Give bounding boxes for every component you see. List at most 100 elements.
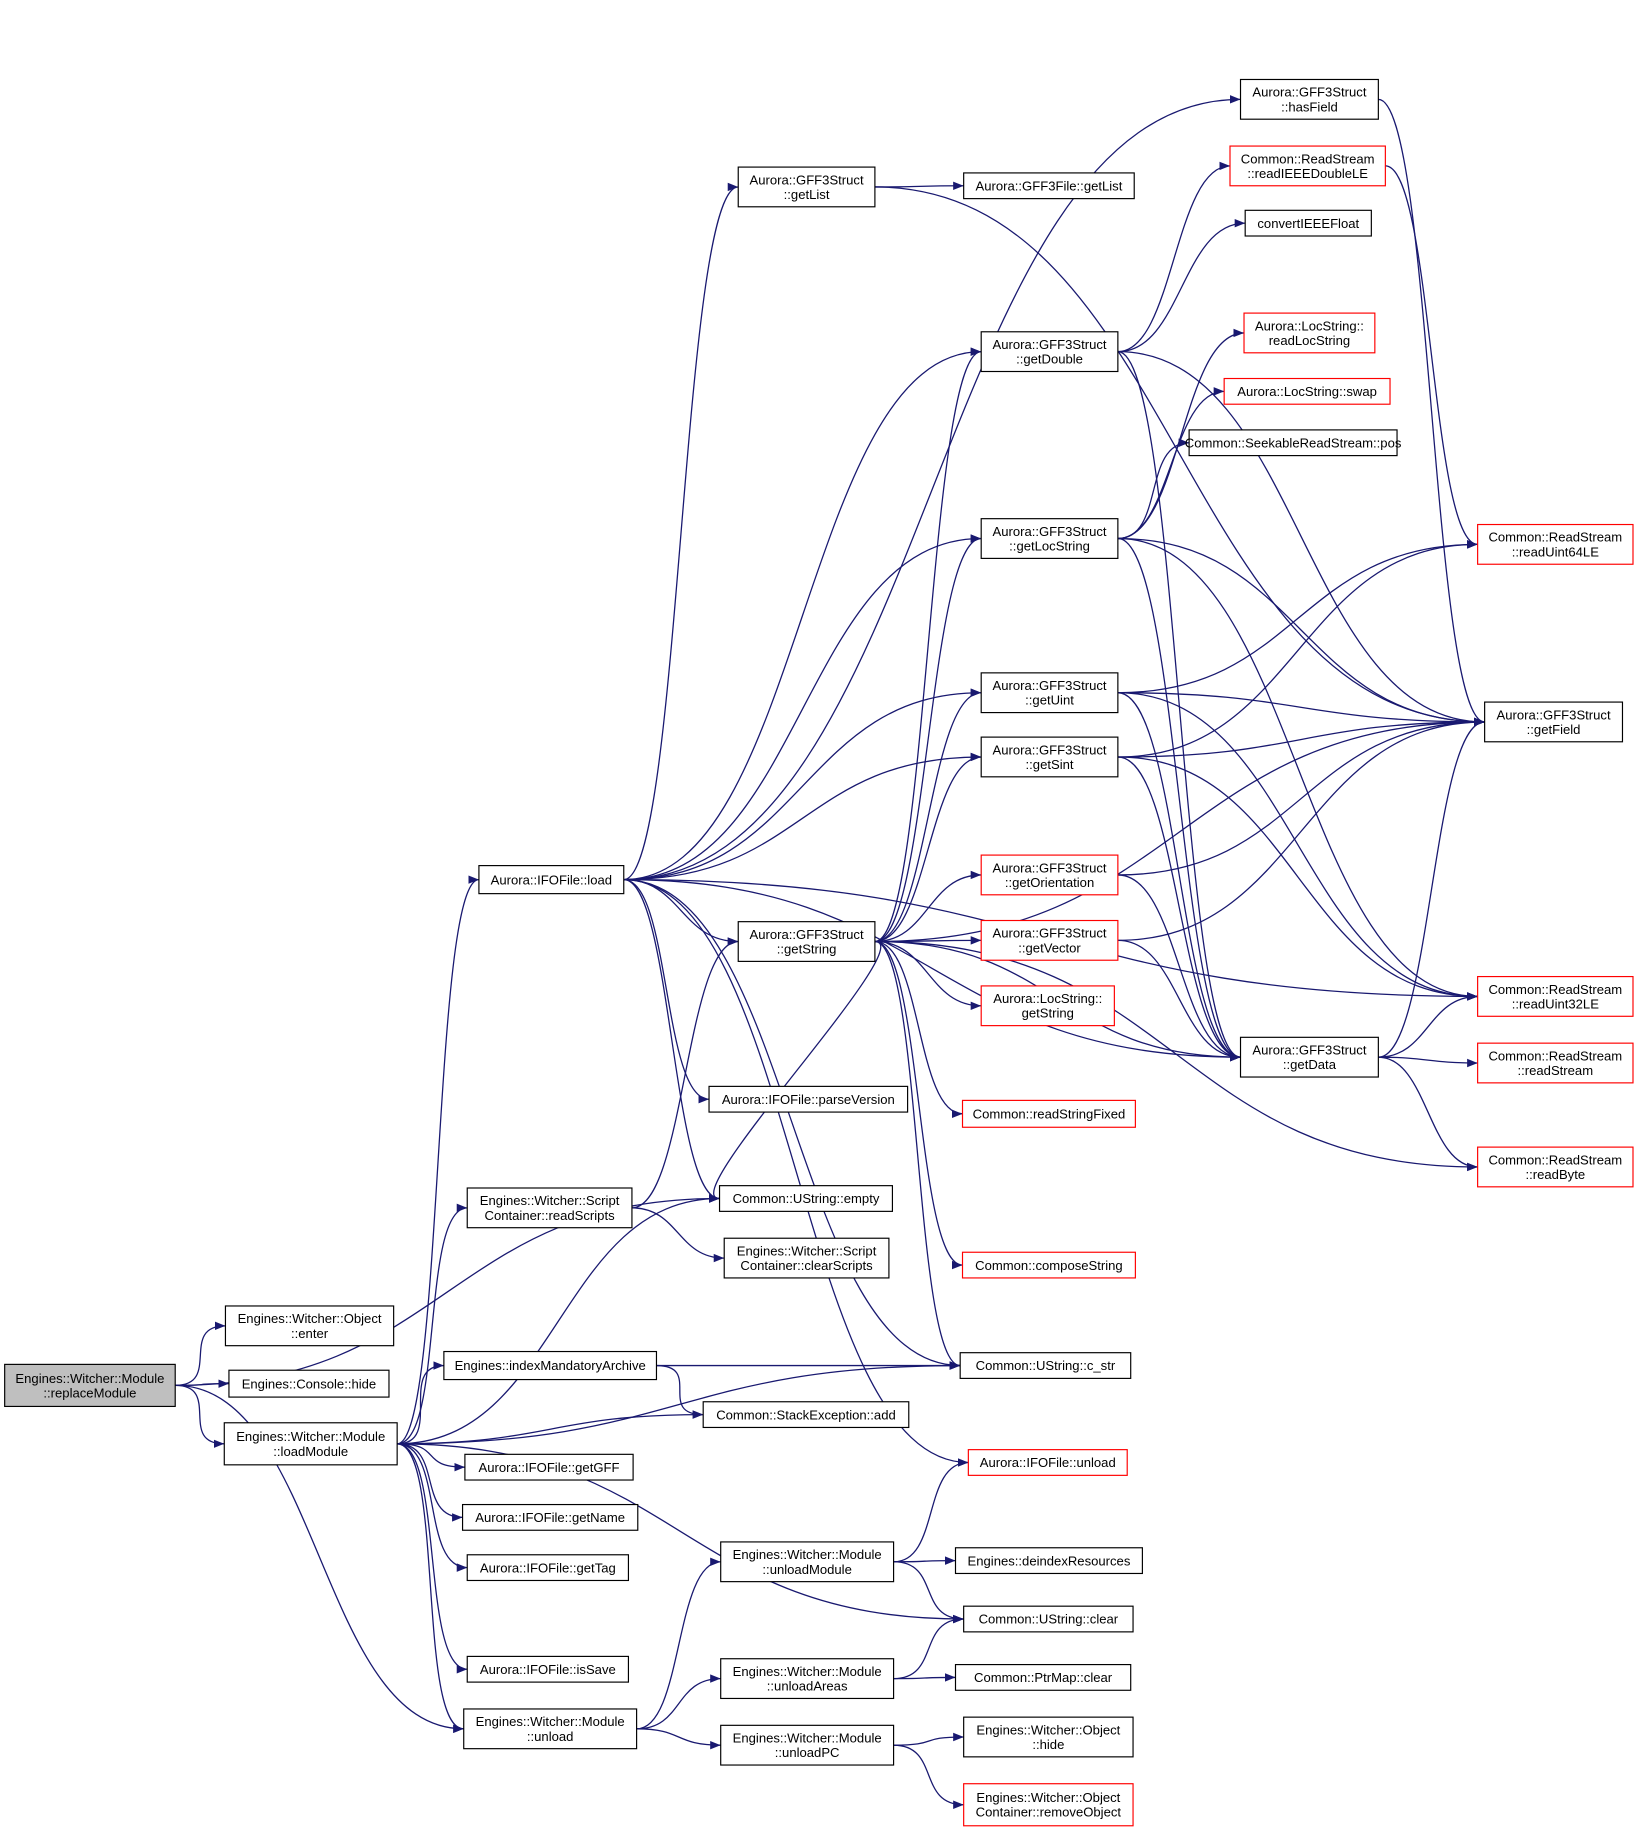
node-readUint32LE[interactable]: Common::ReadStream::readUint32LE [1477, 975, 1634, 1017]
node-composeString[interactable]: Common::composeString [961, 1251, 1136, 1279]
node-label: ::readUint64LE [1512, 544, 1600, 559]
node-objHide[interactable]: Engines::Witcher::Object::hide [963, 1716, 1134, 1758]
node-box [1244, 209, 1372, 237]
node-label: convertIEEEFloat [1257, 216, 1359, 231]
node-objEnter[interactable]: Engines::Witcher::Object::enter [224, 1305, 395, 1347]
edge-unloadPC-to-objHide [893, 1732, 964, 1746]
node-loadModule[interactable]: Engines::Witcher::Module::loadModule [223, 1422, 398, 1466]
node-readScripts[interactable]: Engines::Witcher::ScriptContainer::readS… [466, 1187, 633, 1229]
node-unloadPC[interactable]: Engines::Witcher::Module::unloadPC [720, 1724, 895, 1766]
edge-getLocString-to-getField [1117, 537, 1485, 727]
node-locSwap[interactable]: Aurora::LocString::swap [1223, 377, 1391, 405]
node-getDouble[interactable]: Aurora::GFF3Struct::getDouble [980, 331, 1119, 373]
edge-unloadModule-to-ustrClear [893, 1561, 964, 1624]
edge-loadModule-to-readScripts [397, 1203, 468, 1445]
edge-unloadModule-to-ifoUnload [893, 1458, 969, 1563]
node-getName[interactable]: Aurora::IFOFile::getName [461, 1503, 639, 1531]
node-getString[interactable]: Aurora::GFF3Struct::getString [737, 921, 876, 962]
edge-loadModule-to-ustrEmpty [397, 1194, 720, 1445]
node-ptrClear[interactable]: Common::PtrMap::clear [954, 1663, 1132, 1691]
node-label: Engines::Witcher::Module [236, 1429, 385, 1444]
edge-loadModule-to-cstr [397, 1361, 961, 1445]
node-unloadModule[interactable]: Engines::Witcher::Module::unloadModule [720, 1541, 895, 1583]
node-label: Common::ReadStream [1241, 151, 1375, 166]
node-clearScripts[interactable]: Engines::Witcher::ScriptContainer::clear… [723, 1237, 890, 1279]
node-label: ::unloadModule [762, 1562, 851, 1577]
node-label: Aurora::GFF3Struct [992, 860, 1106, 875]
node-label: Engines::Console::hide [242, 1376, 377, 1391]
node-locGetString[interactable]: Aurora::LocString::getString [980, 985, 1115, 1027]
node-label: ::readIEEEDoubleLE [1247, 166, 1368, 181]
node-removeObject[interactable]: Engines::Witcher::ObjectContainer::remov… [963, 1783, 1134, 1827]
node-ifoLoad[interactable]: Aurora::IFOFile::load [478, 865, 625, 895]
node-consoleHide[interactable]: Engines::Console::hide [228, 1369, 390, 1398]
node-getOrientation[interactable]: Aurora::GFF3Struct::getOrientation [980, 854, 1119, 896]
node-structGetList[interactable]: Aurora::GFF3Struct::getList [737, 166, 876, 208]
node-parseVersion[interactable]: Aurora::IFOFile::parseVersion [708, 1085, 909, 1113]
edge-getString-to-ustrEmpty [709, 940, 882, 1203]
edge-structGetList-to-getField [874, 186, 1485, 727]
node-replaceModule[interactable]: Engines::Witcher::Module::replaceModule [4, 1363, 176, 1408]
node-getGFF[interactable]: Aurora::IFOFile::getGFF [464, 1453, 634, 1481]
node-label: Engines::Witcher::Module [15, 1371, 164, 1386]
node-box [1484, 701, 1624, 743]
node-convertIEEEFloat[interactable]: convertIEEEFloat [1244, 209, 1372, 237]
node-box [980, 331, 1119, 373]
node-getSint[interactable]: Aurora::GFF3Struct::getSint [980, 736, 1119, 778]
node-readStream[interactable]: Common::ReadStream::readStream [1477, 1042, 1634, 1084]
node-label: Container::clearScripts [740, 1258, 873, 1273]
edge-unload-to-unloadModule [636, 1557, 721, 1730]
edge-replaceModule-to-consoleHide [175, 1379, 229, 1388]
node-label: Aurora::GFF3Struct [1252, 1043, 1366, 1058]
node-getLocString[interactable]: Aurora::GFF3Struct::getLocString [980, 518, 1119, 559]
node-stackAdd[interactable]: Common::StackException::add [702, 1401, 910, 1429]
node-isSave[interactable]: Aurora::IFOFile::isSave [466, 1655, 630, 1683]
node-readByte[interactable]: Common::ReadStream::readByte [1477, 1146, 1634, 1188]
node-readIEEEDoubleLE[interactable]: Common::ReadStream::readIEEEDoubleLE [1229, 145, 1386, 187]
node-cstr[interactable]: Common::UString::c_str [959, 1352, 1132, 1379]
node-seekPos[interactable]: Common::SeekableReadStream::pos [1185, 429, 1402, 457]
edge-getLocString-to-seekPos [1117, 438, 1190, 540]
node-ustrEmpty[interactable]: Common::UString::empty [718, 1185, 894, 1212]
node-readLocString[interactable]: Aurora::LocString::readLocString [1243, 312, 1376, 354]
node-ifoUnload[interactable]: Aurora::IFOFile::unload [967, 1449, 1128, 1476]
node-box [478, 865, 625, 895]
node-box [967, 1449, 1128, 1476]
node-indexMandatory[interactable]: Engines::indexMandatoryArchive [443, 1350, 658, 1381]
node-box [224, 1305, 395, 1347]
node-getUint[interactable]: Aurora::GFF3Struct::getUint [980, 672, 1119, 714]
edge-getString-to-getOrientation [874, 870, 982, 943]
edge-getUint-to-getData [1117, 692, 1241, 1062]
node-unloadAreas[interactable]: Engines::Witcher::Module::unloadAreas [720, 1658, 895, 1700]
node-label: ::getString [777, 942, 837, 957]
node-label: Aurora::IFOFile::getTag [480, 1560, 616, 1575]
node-label: Common::ReadStream [1488, 982, 1622, 997]
node-label: ::getList [784, 187, 830, 202]
node-box [954, 1663, 1132, 1691]
node-ustrClear[interactable]: Common::UString::clear [963, 1605, 1134, 1633]
node-label: ::unload [527, 1729, 574, 1744]
edge-getUint-to-getField [1117, 692, 1485, 727]
node-label: Container::readScripts [485, 1208, 616, 1223]
edge-readScripts-to-getString [631, 937, 739, 1209]
node-box [720, 1541, 895, 1583]
node-getData[interactable]: Aurora::GFF3Struct::getData [1239, 1036, 1379, 1078]
node-box [1223, 377, 1391, 405]
node-box [954, 1547, 1143, 1575]
edge-loadModule-to-getName [397, 1443, 463, 1522]
node-label: Aurora::LocString:: [993, 991, 1102, 1006]
node-hasField[interactable]: Aurora::GFF3Struct::hasField [1239, 78, 1379, 120]
node-getTag[interactable]: Aurora::IFOFile::getTag [466, 1554, 630, 1582]
node-getVector[interactable]: Aurora::GFF3Struct::getVector [980, 919, 1119, 961]
node-fileGetList[interactable]: Aurora::GFF3File::getList [963, 172, 1135, 200]
node-unload[interactable]: Engines::Witcher::Module::unload [463, 1708, 638, 1750]
node-box [228, 1369, 390, 1398]
node-deindex[interactable]: Engines::deindexResources [954, 1547, 1143, 1575]
node-getField[interactable]: Aurora::GFF3Struct::getField [1484, 701, 1624, 743]
node-readStringFixed[interactable]: Common::readStringFixed [961, 1099, 1136, 1128]
node-readUint64LE[interactable]: Common::ReadStream::readUint64LE [1477, 523, 1634, 565]
edge-getString-to-composeString [874, 940, 963, 1270]
edge-getLocString-to-locSwap [1117, 387, 1225, 540]
edge-loadModule-to-ifoLoad [397, 875, 480, 1445]
